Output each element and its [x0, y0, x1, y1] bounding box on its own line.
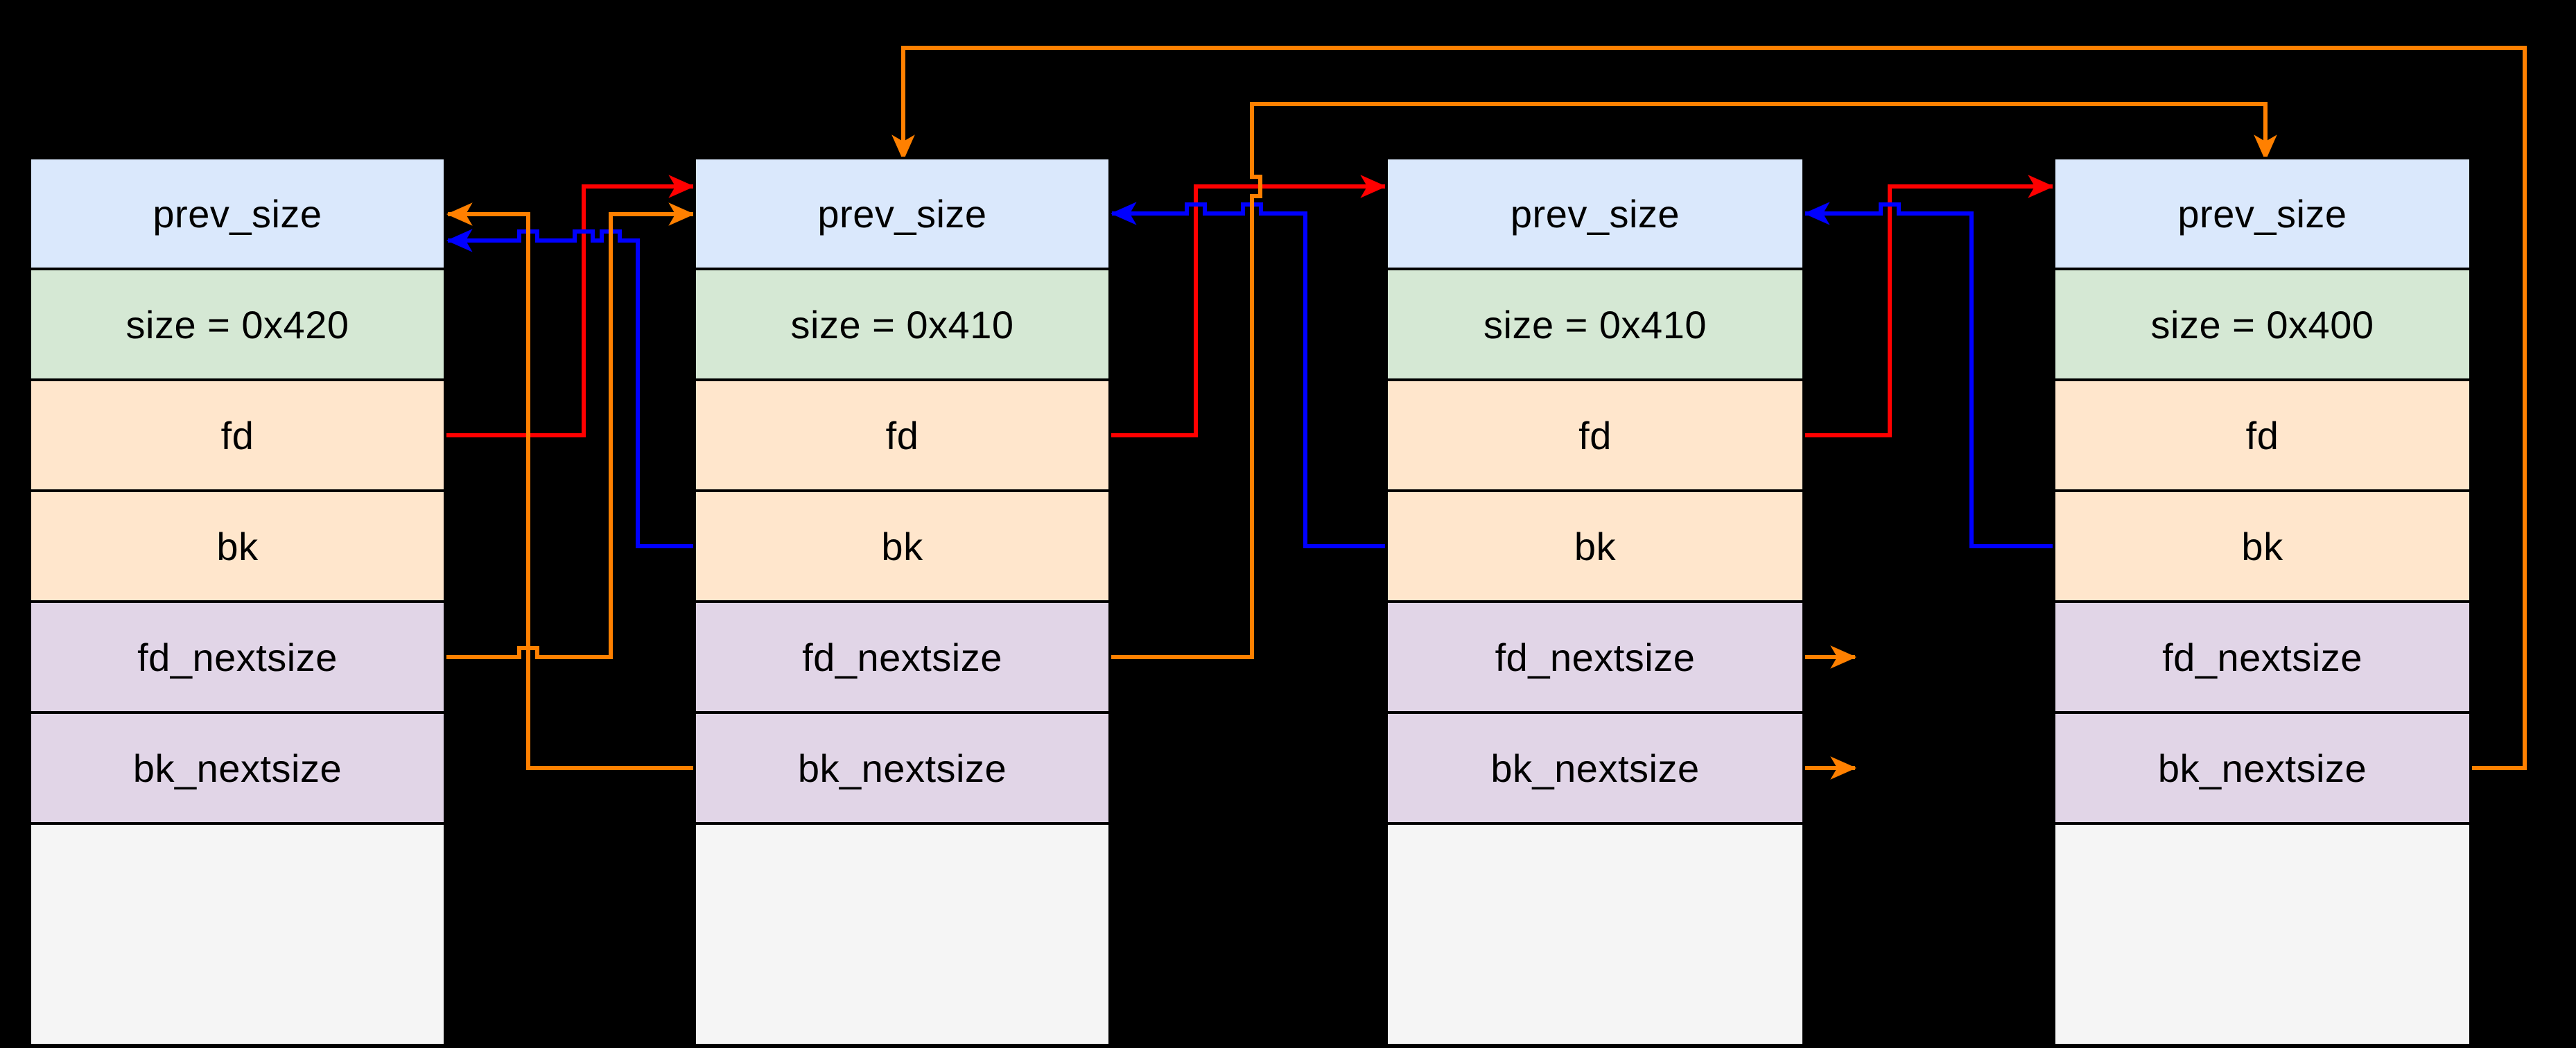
- chunk-1-field-fd-nextsize: fd_nextsize: [31, 603, 444, 711]
- chunk-4-field-size: size = 0x400: [2055, 270, 2469, 378]
- chunk-1-field-bk-nextsize: bk_nextsize: [31, 714, 444, 822]
- edge-fd-1-to-2: [444, 175, 695, 437]
- chunk-4-field-bk-nextsize: bk_nextsize: [2055, 714, 2469, 822]
- chunk-2-field-prev-size: prev_size: [696, 159, 1108, 268]
- chunk-3-field-size: size = 0x410: [1388, 270, 1802, 378]
- chunk-4-field-prev-size: prev_size: [2055, 159, 2469, 268]
- chunk-1-field-bk: bk: [31, 492, 444, 600]
- chunk-4-field-fd-nextsize: fd_nextsize: [2055, 603, 2469, 711]
- chunk-3-field-fd-nextsize: fd_nextsize: [1388, 603, 1802, 711]
- chunk-1: prev_size size = 0x420 fd bk fd_nextsize…: [28, 157, 446, 1047]
- chunk-1-field-size: size = 0x420: [31, 270, 444, 378]
- edge-bk-2-to-1: [446, 229, 696, 548]
- edge-fdns-1-to-2: [444, 202, 695, 659]
- edge-fd-3-to-4: [1802, 175, 2055, 437]
- edge-bkns-2-to-1: [446, 202, 696, 770]
- chunk-2-field-size: size = 0x410: [696, 270, 1108, 378]
- chunk-2-user-data: [696, 825, 1108, 1044]
- chunk-4: prev_size size = 0x400 fd bk fd_nextsize…: [2053, 157, 2472, 1047]
- edge-bk-4-to-3: [1803, 202, 2055, 548]
- chunk-3-field-bk-nextsize: bk_nextsize: [1388, 714, 1802, 822]
- chunk-2-field-bk-nextsize: bk_nextsize: [696, 714, 1108, 822]
- chunk-2-field-fd-nextsize: fd_nextsize: [696, 603, 1108, 711]
- chunk-2: prev_size size = 0x410 fd bk fd_nextsize…: [693, 157, 1111, 1047]
- chunk-1-field-prev-size: prev_size: [31, 159, 444, 268]
- chunk-4-field-bk: bk: [2055, 492, 2469, 600]
- edge-bk-3-to-2: [1110, 202, 1388, 548]
- chunk-3-user-data: [1388, 825, 1802, 1044]
- chunk-3-field-bk: bk: [1388, 492, 1802, 600]
- chunk-2-field-bk: bk: [696, 492, 1108, 600]
- chunk-2-field-fd: fd: [696, 381, 1108, 489]
- edge-fd-2-to-3: [1108, 175, 1387, 437]
- chunk-4-user-data: [2055, 825, 2469, 1044]
- chunk-1-user-data: [31, 825, 444, 1044]
- chunk-3-field-prev-size: prev_size: [1388, 159, 1802, 268]
- chunk-3-field-fd: fd: [1388, 381, 1802, 489]
- chunk-3: prev_size size = 0x410 fd bk fd_nextsize…: [1385, 157, 1805, 1047]
- chunk-4-field-fd: fd: [2055, 381, 2469, 489]
- chunk-1-field-fd: fd: [31, 381, 444, 489]
